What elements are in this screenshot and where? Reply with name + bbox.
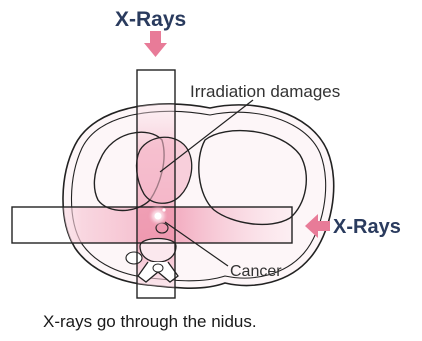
side-beam-label: X-Rays — [333, 216, 401, 238]
irradiation-label: Irradiation damages — [190, 82, 340, 101]
top-beam-label: X-Rays — [115, 8, 186, 31]
cancer-label: Cancer — [230, 263, 282, 280]
tumor — [147, 205, 169, 227]
top-beam-arrow — [144, 31, 167, 57]
caption: X-rays go through the nidus. — [43, 312, 257, 331]
torso-cross-section — [12, 70, 334, 298]
